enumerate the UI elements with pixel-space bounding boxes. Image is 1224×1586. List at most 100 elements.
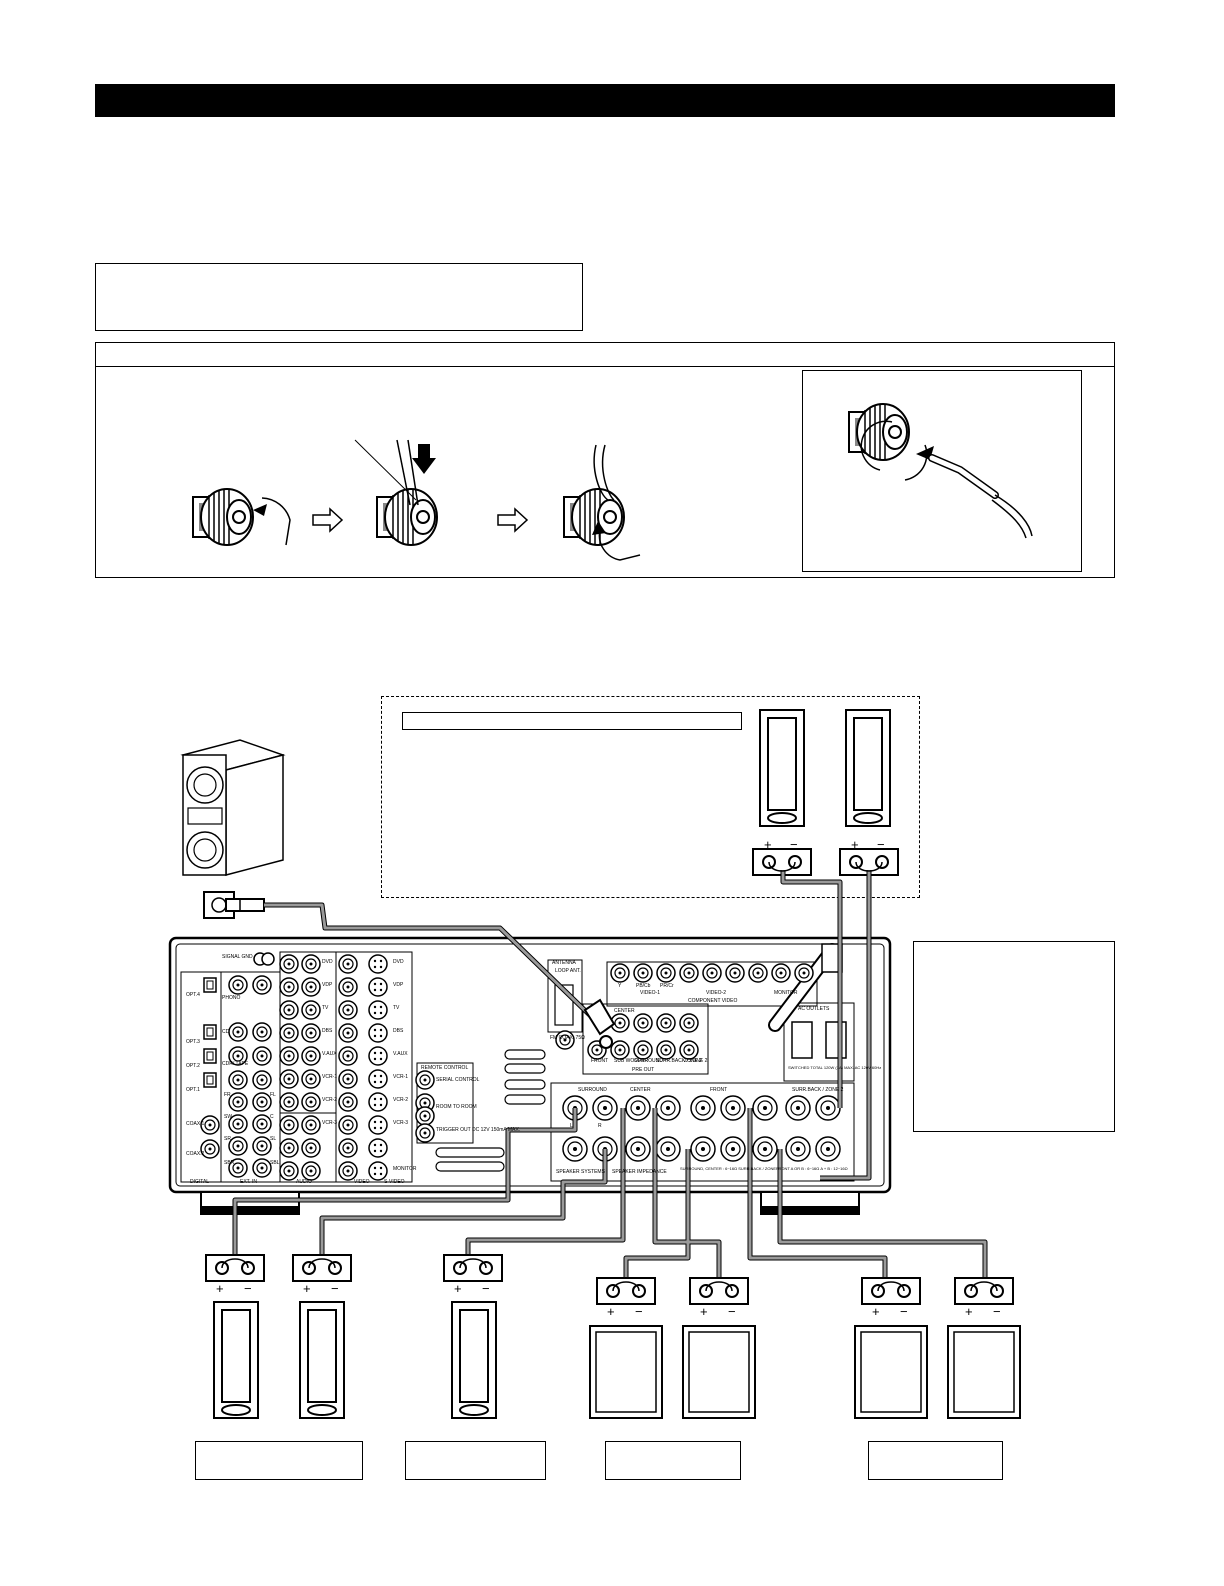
panel-label-switched: SWITCHED TOTAL 120W (1A) MAX. AC 120V 60… — [788, 1065, 882, 1070]
panel-label-video-vcr1: VCR-1 — [393, 1074, 409, 1080]
panel-label-room-to-room: ROOM TO ROOM — [436, 1104, 477, 1110]
panel-label-pre-out-center: CENTER — [614, 1008, 635, 1014]
caption-box-front — [605, 1441, 741, 1480]
panel-label-digital: DIGITAL — [190, 1179, 210, 1185]
arrow-right-icon — [497, 507, 529, 533]
panel-label-video: VIDEO — [354, 1179, 370, 1185]
panel-label-opt4: OPT.4 — [186, 992, 200, 998]
panel-label-video-vaux: V.AUX — [393, 1051, 408, 1057]
side-note-box — [913, 941, 1115, 1132]
panel-label-fl: FL — [270, 1092, 276, 1098]
surround-l-speaker — [299, 1301, 345, 1419]
plus-sign: + — [303, 1281, 311, 1296]
minus-sign: − — [877, 837, 885, 852]
panel-label-c: C — [270, 1114, 274, 1120]
plus-sign: + — [872, 1304, 880, 1319]
speaker-cables — [233, 870, 987, 1280]
panel-label-signal-gnd: SIGNAL GND — [222, 954, 253, 960]
subwoofer-input-jack — [203, 891, 265, 919]
analog-audio-jacks — [228, 952, 275, 1178]
panel-label-pb-cb: PB/Cb — [636, 983, 651, 989]
caption-box-center — [405, 1441, 546, 1480]
minus-sign: − — [993, 1304, 1001, 1319]
panel-label-audio-dvd: DVD — [322, 959, 333, 965]
panel-label-coax1: COAX.1 — [186, 1121, 205, 1127]
minus-sign: − — [244, 1281, 252, 1296]
panel-label-component-video: COMPONENT VIDEO — [688, 998, 738, 1004]
panel-label-surr-center-imp: SURROUND, CENTER : 6~16Ω SURR.BACK / ZON… — [680, 1166, 780, 1171]
panel-label-center: CENTER — [630, 1087, 651, 1093]
note-box — [95, 263, 583, 331]
panel-label-pre-out-surr-back: SURR.BACK / ZONE 2 — [656, 1058, 708, 1064]
panel-label-ac-outlets: AC OUTLETS — [798, 1006, 830, 1012]
banana-plug-inset — [802, 370, 1082, 572]
panel-label-pr-cr: PR/Cr — [660, 983, 674, 989]
plus-sign: + — [851, 837, 859, 852]
panel-label-video-vcr2: VCR-2 — [393, 1097, 409, 1103]
panel-label-phono: PHONO — [222, 995, 241, 1001]
surround-back-r-speaker — [759, 709, 805, 827]
panel-label-video-dbs: DBS — [393, 1028, 404, 1034]
panel-label-speaker-systems: SPEAKER SYSTEMS — [556, 1169, 605, 1175]
panel-label-remote-control: REMOTE CONTROL — [421, 1065, 469, 1071]
panel-label-cd: CD — [222, 1029, 230, 1035]
panel-label-serial-control: SERIAL CONTROL — [436, 1077, 480, 1083]
panel-label-s-video: S-VIDEO — [384, 1179, 405, 1185]
panel-label-pre-out-front: FRONT — [591, 1058, 609, 1064]
plus-sign: + — [764, 837, 772, 852]
panel-label-y: Y — [618, 983, 622, 989]
minus-sign: − — [790, 837, 798, 852]
panel-label-sbr: SBR — [224, 1160, 235, 1166]
panel-label-audio: AUDIO — [296, 1179, 312, 1185]
front-r-speaker — [589, 1325, 663, 1419]
panel-label-front-imp: FRONT A OR B : 6~16Ω A + B : 12~16Ω — [776, 1166, 848, 1171]
panel-label-audio-vcr1: VCR-1 — [322, 1074, 338, 1080]
plus-sign: + — [700, 1304, 708, 1319]
minus-sign: − — [728, 1304, 736, 1319]
remote-control-jacks — [415, 1070, 435, 1143]
surround-back-l-speaker — [845, 709, 891, 827]
subwoofer-speaker-icon — [180, 739, 286, 876]
panel-label-trigger-out: TRIGGER OUT DC 12V 150mA MAX. — [436, 1127, 521, 1133]
minus-sign: − — [482, 1281, 490, 1296]
caption-box-surround — [195, 1441, 363, 1480]
panel-label-ch-l: L — [570, 1123, 573, 1129]
panel-label-video-vcr3: VCR-3 — [393, 1120, 409, 1126]
zone2-title-box — [402, 712, 742, 730]
plus-sign: + — [216, 1281, 224, 1296]
component-video-jacks — [610, 963, 814, 983]
panel-label-opt1: OPT.1 — [186, 1087, 200, 1093]
panel-label-audio-dbs: DBS — [322, 1028, 333, 1034]
panel-label-surr-back-zone2: SURR.BACK / ZONE 2 — [792, 1087, 844, 1093]
panel-label-video-vdp: VDP — [393, 982, 404, 988]
binding-post-step2-icon — [376, 488, 438, 546]
panel-label-audio-tv: TV — [322, 1005, 329, 1011]
minus-sign: − — [331, 1281, 339, 1296]
panel-label-sr: SR — [224, 1136, 231, 1142]
zone2-speakers-area — [381, 696, 920, 898]
panel-label-front: FRONT — [710, 1087, 728, 1093]
panel-label-coax2: COAX.2 — [186, 1151, 205, 1157]
panel-label-audio-vdp: VDP — [322, 982, 333, 988]
plus-sign: + — [965, 1304, 973, 1319]
front-l-speaker — [682, 1325, 756, 1419]
panel-label-opt3: OPT.3 — [186, 1039, 200, 1045]
panel-label-sl: SL — [270, 1136, 277, 1142]
binding-post-step1-icon — [192, 488, 254, 546]
panel-label-speaker-impedance: SPEAKER IMPEDANCE — [612, 1169, 667, 1175]
panel-label-audio-vaux: V.AUX — [322, 1051, 337, 1057]
panel-label-pre-out-zone2: ZONE 2 — [684, 1058, 703, 1064]
panel-title-divider — [95, 366, 1115, 367]
subwoofer-rca-plug — [583, 998, 616, 1049]
minus-sign: − — [900, 1304, 908, 1319]
plus-sign: + — [607, 1304, 615, 1319]
panel-label-opt2: OPT.2 — [186, 1063, 200, 1069]
panel-label-cdr-tape: CDR/ TAPE — [222, 1061, 249, 1067]
panel-label-monitor: MONITOR — [774, 990, 798, 996]
panel-label-video-dvd: DVD — [393, 959, 404, 965]
surround-back-l-speaker-lower — [947, 1325, 1021, 1419]
panel-label-fm-coax: FM COAX. 75Ω — [550, 1035, 585, 1041]
panel-label-video-monitor: MONITOR — [393, 1166, 417, 1172]
panel-label-video-tv: TV — [393, 1005, 400, 1011]
